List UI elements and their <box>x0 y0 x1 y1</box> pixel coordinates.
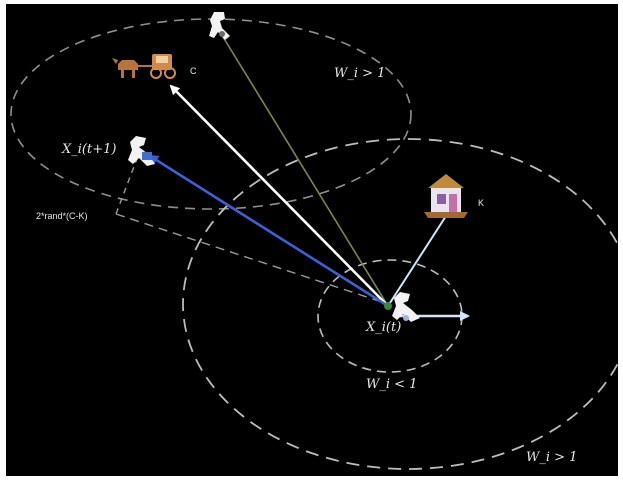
arrow-to-next-position <box>148 154 389 308</box>
olive-line-to-top <box>219 31 389 307</box>
rider-current-icon <box>392 292 420 322</box>
c-label: C <box>190 66 197 76</box>
diagram-svg <box>10 12 618 470</box>
rand-vertical-dashed-line <box>115 155 139 215</box>
rider-top-icon <box>209 12 230 40</box>
w-bottom-label: W_i > 1 <box>526 450 578 465</box>
k-label: K <box>478 198 485 208</box>
arrow-to-c <box>169 84 389 307</box>
current-position-dot <box>384 302 392 310</box>
rider-next-icon <box>128 136 155 166</box>
rand-dashed-line <box>115 213 389 305</box>
rand-formula-label: 2*rand*(C-K) <box>36 211 88 221</box>
line-to-k <box>387 215 447 307</box>
x-current-label: X_i(t) <box>366 320 402 335</box>
outer-top-circle <box>10 18 412 210</box>
house-icon <box>424 174 468 218</box>
horse-cart-icon <box>112 54 176 79</box>
w-inner-label: W_i < 1 <box>366 377 418 392</box>
x-next-label: X_i(t+1) <box>62 142 117 157</box>
large-bottom-circle <box>182 138 618 470</box>
diagram-canvas: W_i > 1 C X_i(t+1) 2*rand*(C-K) K X_i(t)… <box>6 4 618 476</box>
w-top-label: W_i > 1 <box>334 66 386 81</box>
